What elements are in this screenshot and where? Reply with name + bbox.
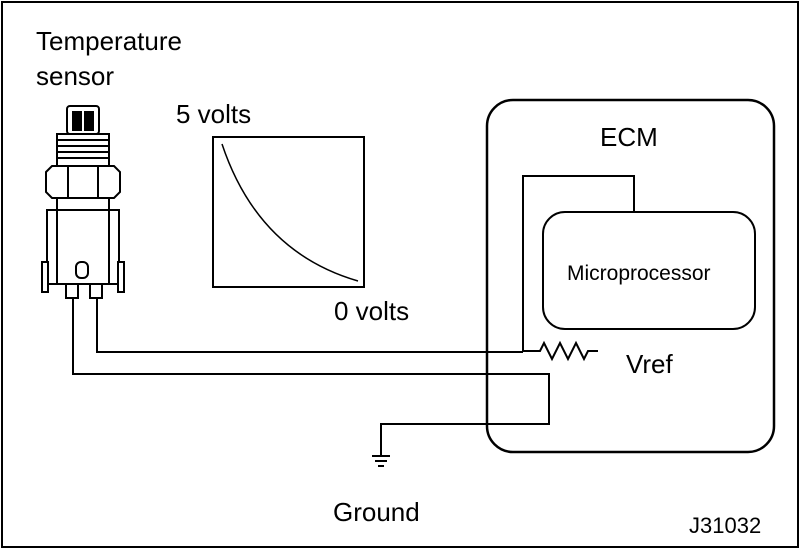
volts-low-label: 0 volts [334,296,409,326]
temperature-sensor-icon [41,105,125,299]
microprocessor-box [542,211,756,330]
signal-wire [96,298,523,353]
microprocessor-label: Microprocessor [567,262,711,285]
ecm-box [485,98,776,454]
ground-label: Ground [333,497,420,527]
figure-id: J31032 [689,513,761,538]
ground-icon [372,455,390,467]
pullup-resistor-icon [523,340,598,362]
return-wire [72,298,550,456]
voltage-graph [212,136,365,288]
sensor-label-line1: Temperature [36,26,182,56]
volts-high-label: 5 volts [176,99,251,129]
sensor-label-line2: sensor [36,61,114,91]
voltage-curve [221,143,359,282]
vref-label: Vref [626,349,673,379]
ecm-label: ECM [600,122,658,152]
microprocessor-wire [522,175,635,351]
